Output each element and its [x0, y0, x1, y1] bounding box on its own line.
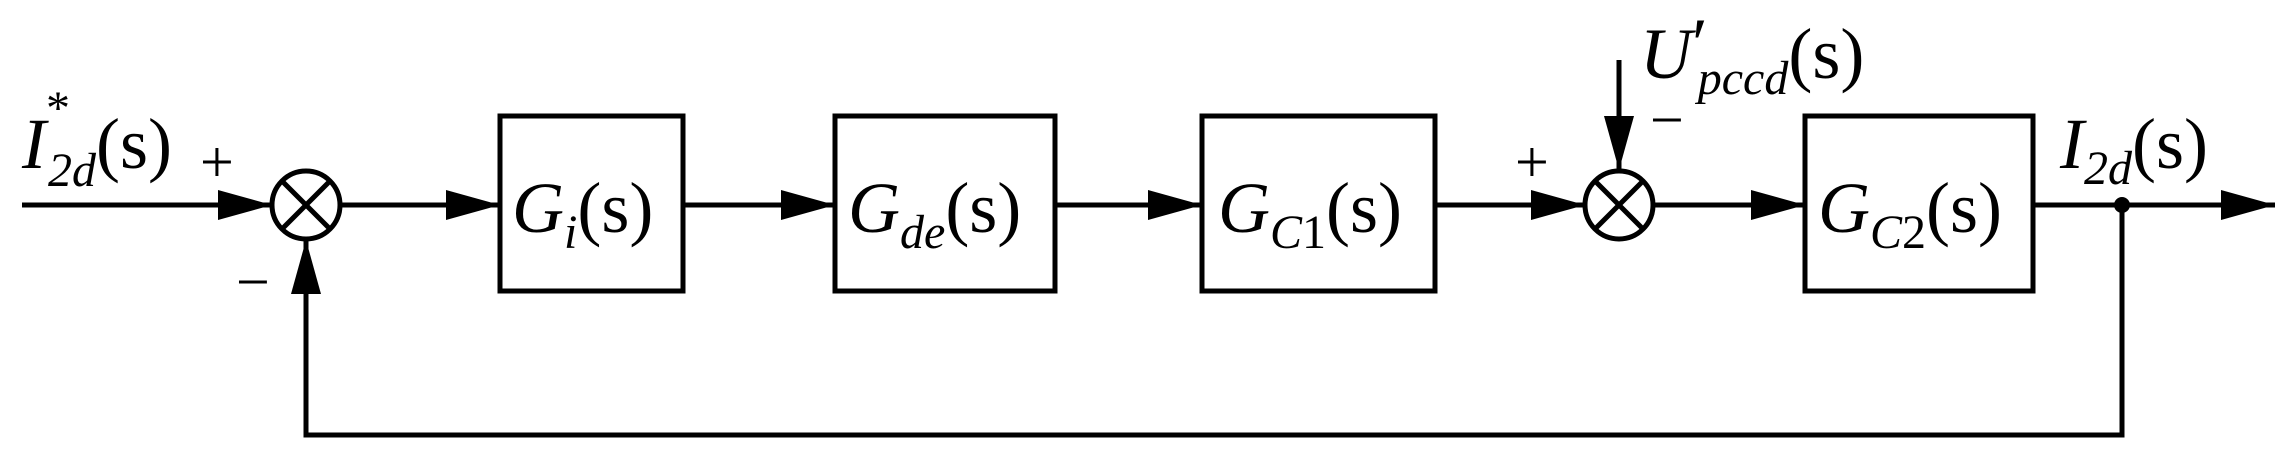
feedback-path — [303, 205, 2125, 438]
arrowhead-to-gde — [781, 190, 835, 220]
arrowhead-feedback — [291, 240, 321, 294]
sum1-minus-sign: − — [236, 249, 270, 315]
arrowhead-to-sum2 — [1531, 190, 1585, 220]
arrowhead-to-gc2 — [1751, 190, 1805, 220]
arrowhead-to-gi — [446, 190, 500, 220]
block-gc1-label: GC1(s) — [1218, 168, 1402, 259]
arrowhead-disturbance — [1604, 116, 1634, 170]
arrowhead-output — [2221, 190, 2275, 220]
sum2-minus-sign: − — [1650, 87, 1684, 153]
disturbance-signal-label: U′pccd(s) — [1640, 4, 1864, 105]
summing-junction-2 — [1582, 168, 1656, 242]
output-signal-label: I2d(s) — [2059, 104, 2208, 195]
arrowhead-to-gc1 — [1148, 190, 1202, 220]
block-gc2-label: GC2(s) — [1818, 168, 2002, 259]
input-signal-label: I*2d(s) — [21, 82, 172, 197]
arrowhead-input — [218, 190, 272, 220]
block-gde-label: Gde(s) — [848, 168, 1021, 259]
sum1-plus-sign: + — [200, 129, 234, 195]
takeoff-node — [2114, 197, 2130, 213]
block-gde — [832, 113, 1058, 294]
block-gi-label: Gi(s) — [512, 168, 653, 259]
block-gi — [497, 113, 686, 294]
block-gc1 — [1199, 113, 1438, 294]
sum2-plus-sign: + — [1515, 129, 1549, 195]
summing-junction-1 — [269, 168, 343, 242]
block-gc2 — [1802, 113, 2036, 294]
